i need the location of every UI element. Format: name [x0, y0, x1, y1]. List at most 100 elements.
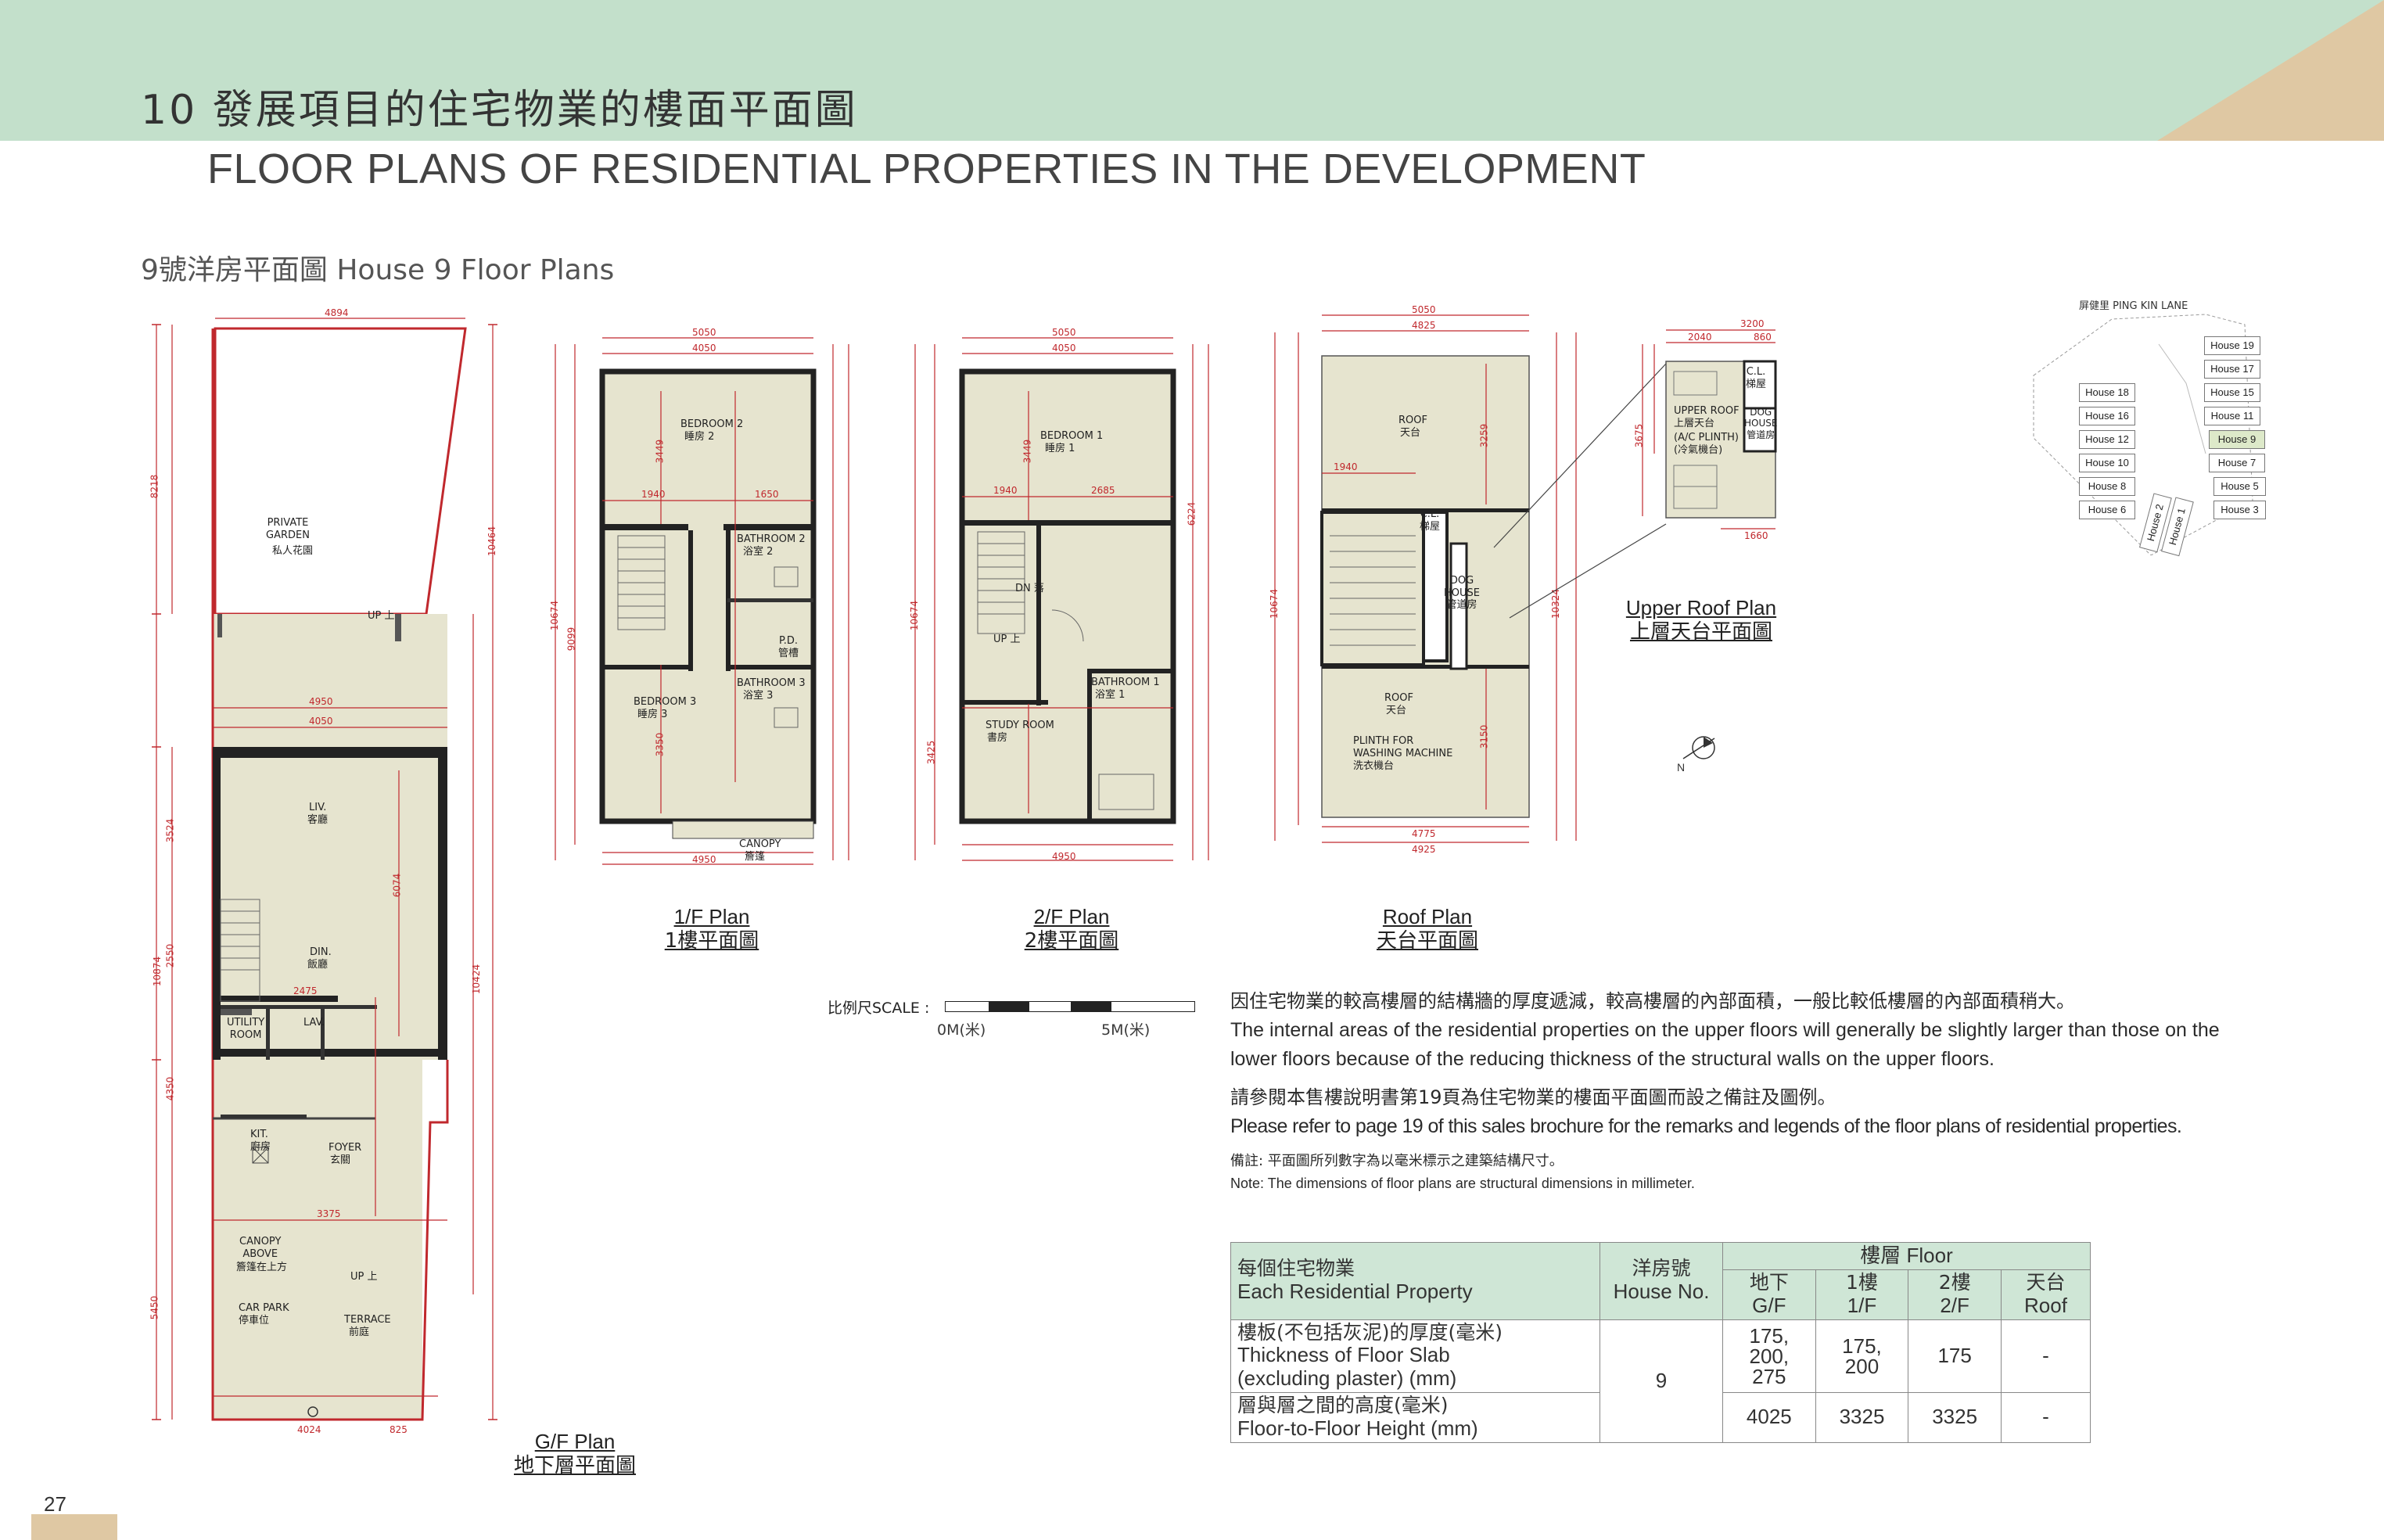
roof-plan-caption: Roof Plan 天台平面圖 [1345, 905, 1510, 953]
upper-roof-caption: Upper Roof Plan 上層天台平面圖 [1611, 596, 1791, 644]
gf-carpark-label: CAR PARK [239, 1302, 289, 1314]
svg-text:N: N [1677, 761, 1685, 774]
f1-bath3-label: BATHROOM 3 [737, 677, 806, 689]
f1-pd-label: P.D. 管槽 [778, 635, 799, 659]
f1-dim-4950: 4950 [692, 854, 716, 865]
table-header-floor: 樓層 Floor [1722, 1242, 2091, 1270]
key-house-11: House 11 [2204, 407, 2260, 425]
key-house-9: House 9 [2209, 430, 2265, 449]
key-house-15: House 15 [2204, 383, 2260, 402]
upper-roof-doc-label: DOG HOUSE 管道房 [1744, 407, 1778, 440]
roof-top-label-zh: 天台 [1400, 427, 1421, 439]
page-number: 27 [44, 1492, 66, 1516]
gf-dim-top: 4894 [325, 307, 349, 318]
note-internal-area-en: The internal areas of the residential pr… [1230, 1019, 2220, 1070]
roof-caption-zh: 天台平面圖 [1376, 929, 1478, 953]
f1-bed2-label: BEDROOM 2 [680, 418, 744, 430]
f1-plan: BEDROOM 2 睡房 2 BATHROOM 2 浴室 2 P.D. 管槽 B… [540, 313, 853, 876]
key-house-3: House 3 [2213, 501, 2266, 519]
page-title-zh: 10 發展項目的住宅物業的樓面平面圖 [141, 87, 858, 134]
key-house-16: House 16 [2079, 407, 2135, 425]
north-arrow-icon: N [1677, 736, 1715, 774]
key-house-8: House 8 [2079, 477, 2135, 496]
scale-five-label: 5M(米) [1101, 1021, 1151, 1039]
table-row: 樓板(不包括灰泥)的厚度(毫米) Thickness of Floor Slab… [1230, 1319, 2091, 1443]
f1-dim-10674: 10674 [549, 600, 561, 631]
f1-dim-4050: 4050 [692, 343, 716, 354]
gf-terrace-up: UP 上 [350, 1271, 378, 1283]
table-header-house: 洋房號 House No. [1600, 1242, 1723, 1320]
f2-dim-3449: 3449 [1021, 439, 1033, 464]
note-internal-area-zh: 因住宅物業的較高樓層的結構牆的厚度遞減，較高樓層的內部面積，一般比較低樓層的內部… [1230, 990, 2075, 1012]
floor-spec-table: 每個住宅物業 Each Residential Property 洋房號 Hou… [1230, 1242, 2091, 1443]
roof-dog-label: DOG HOUSE 管道房 [1444, 575, 1480, 612]
notes-block: 因住宅物業的較高樓層的結構牆的厚度遞減，較高樓層的內部面積，一般比較低樓層的內部… [1230, 987, 2263, 1194]
scale-segment-2 [1071, 1002, 1111, 1011]
f1-canopy-label-zh: 簷篷 [745, 851, 766, 863]
f2-caption-zh: 2樓平面圖 [1024, 929, 1119, 953]
gf-terrace-label: TERRACE [344, 1314, 391, 1326]
upper-roof-label: UPPER ROOF [1674, 405, 1740, 417]
key-house-19: House 19 [2204, 336, 2260, 355]
f1-caption-zh: 1樓平面圖 [664, 929, 759, 953]
upper-dim-3200: 3200 [1740, 318, 1765, 329]
upper-dim-860: 860 [1754, 332, 1772, 343]
page-subtitle: 9號洋房平面圖 House 9 Floor Plans [141, 254, 615, 286]
gf-caption-zh: 地下層平面圖 [513, 1454, 636, 1478]
gf-canopy-label-zh: 簷篷在上方 [236, 1262, 288, 1273]
upper-roof-ac-label: (A/C PLINTH) [1674, 432, 1739, 443]
roof-top-label: ROOF [1398, 415, 1427, 426]
roof-bottom-label: ROOF [1384, 692, 1413, 704]
gf-garden-label: PRIVATE GARDEN [266, 517, 310, 541]
f2-dim-6224: 6224 [1186, 501, 1197, 526]
roof-caption-en: Roof Plan [1382, 905, 1473, 928]
key-house-7: House 7 [2209, 454, 2265, 472]
gf-caption-en: G/F Plan [534, 1430, 616, 1453]
upper-roof-ac-label-zh: (冷氣機台) [1674, 444, 1723, 456]
f2-study-label-zh: 書房 [987, 732, 1008, 744]
table-header-property: 每個住宅物業 Each Residential Property [1230, 1242, 1600, 1320]
f2-dim-4050: 4050 [1052, 343, 1076, 354]
page-number-bar [31, 1514, 117, 1540]
roof-dim-4925: 4925 [1412, 844, 1436, 855]
gf-dim-5450: 5450 [149, 1295, 160, 1320]
upper-roof-cl-label: C.L. 梯屋 [1746, 366, 1767, 390]
gf-dim-4024: 4024 [297, 1424, 321, 1435]
gf-canopy-label: CANOPY ABOVE [239, 1236, 282, 1260]
gf-terrace-label-zh: 前庭 [349, 1326, 370, 1338]
upper-caption-en: Upper Roof Plan [1625, 596, 1777, 619]
f2-dn-label: DN 落 [1015, 583, 1044, 594]
note-dimensions-zh: 備註: 平面圖所列數字為以毫米標示之建築結構尺寸。 [1230, 1153, 1564, 1169]
scale-segment-1 [989, 1002, 1029, 1011]
gf-lav-label: LAV. [303, 1017, 325, 1028]
gf-dim-825: 825 [390, 1424, 408, 1435]
scale-bar-graphic [945, 1001, 1195, 1012]
roof-dim-4775: 4775 [1412, 828, 1436, 839]
note-refer-en: Please refer to page 19 of this sales br… [1230, 1115, 2182, 1137]
scale-bar: 比例尺SCALE : 0M(米) 5M(米) [828, 993, 1195, 1040]
gf-din-label-zh: 飯廳 [307, 959, 329, 971]
table-row-height-label: 層與層之間的高度(毫米) Floor-to-Floor Height (mm) [1230, 1392, 1600, 1443]
gf-dim-4950: 4950 [309, 696, 333, 707]
scale-label: 比例尺SCALE : [828, 1000, 930, 1017]
gf-dim-3524: 3524 [164, 818, 176, 843]
upper-dim-3675: 3675 [1633, 423, 1645, 448]
key-house-12: House 12 [2079, 430, 2135, 449]
f1-dim-5050: 5050 [692, 327, 716, 338]
roof-plinth-label: PLINTH FOR WASHING MACHINE [1353, 735, 1453, 759]
table-house-number: 9 [1600, 1319, 1723, 1443]
f2-bed1-label: BEDROOM 1 [1040, 430, 1104, 442]
roof-plan: ROOF 天台 C.L. 梯屋 DOG HOUSE 管道房 ROOF 天台 PL… [1259, 301, 1588, 876]
header-accent-triangle [2157, 0, 2384, 141]
f2-dim-3425: 3425 [925, 740, 937, 765]
f2-dim-2685: 2685 [1091, 485, 1115, 496]
gf-dim-4350: 4350 [164, 1076, 176, 1101]
gf-dim-10464: 10464 [486, 526, 498, 557]
f2-dim-1940: 1940 [993, 485, 1018, 496]
roof-dim-3150: 3150 [1478, 724, 1490, 749]
gf-dim-10874: 10874 [152, 956, 163, 987]
gf-garden-up: UP 上 [368, 610, 395, 622]
